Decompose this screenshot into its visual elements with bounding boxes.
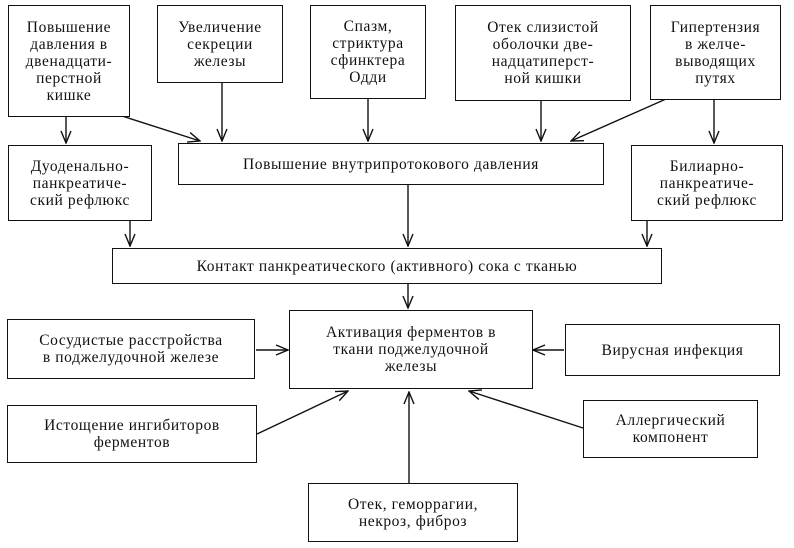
arrow-biliary-hyp-to-ductal bbox=[571, 98, 667, 141]
box-enzyme-activation: Активация ферментов в ткани поджелудочно… bbox=[289, 310, 533, 389]
arrow-allergic-to-activation bbox=[469, 391, 584, 429]
box-outcome: Отек, геморрагии, некроз, фиброз bbox=[308, 483, 518, 542]
box-duodenal-pressure: Повышение давления в двенадцати- перстно… bbox=[8, 5, 130, 117]
arrow-duodenal-pressure-to-ductal bbox=[121, 115, 200, 141]
box-biliary-hypertension: Гипертензия в желче- выводящих путях bbox=[650, 5, 781, 100]
box-viral-infection: Вирусная инфекция bbox=[565, 324, 780, 376]
box-duodenal-reflux: Дуоденально- панкреатиче- ский рефлюкс bbox=[8, 145, 152, 221]
box-secretion-increase: Увеличение секреции железы bbox=[157, 5, 283, 83]
box-oddi-spasm: Спазм, стриктура сфинктера Одди bbox=[310, 5, 426, 99]
box-inhibitor-depletion: Истощение ингибиторов ферментов bbox=[7, 405, 257, 463]
box-allergic-component: Аллергический компонент bbox=[583, 400, 758, 458]
box-ductal-pressure: Повышение внутрипротокового давления bbox=[178, 143, 604, 185]
box-juice-contact: Контакт панкреатического (активного) сок… bbox=[112, 248, 662, 284]
arrow-inhibitors-to-activation bbox=[256, 391, 348, 435]
box-vascular-disorders: Сосудистые расстройства в поджелудочной … bbox=[7, 319, 255, 379]
box-mucosa-edema: Отек слизистой оболочки две- надцатиперс… bbox=[455, 5, 631, 101]
box-biliary-reflux: Билиарно- панкреатиче- ский рефлюкс bbox=[631, 145, 783, 221]
